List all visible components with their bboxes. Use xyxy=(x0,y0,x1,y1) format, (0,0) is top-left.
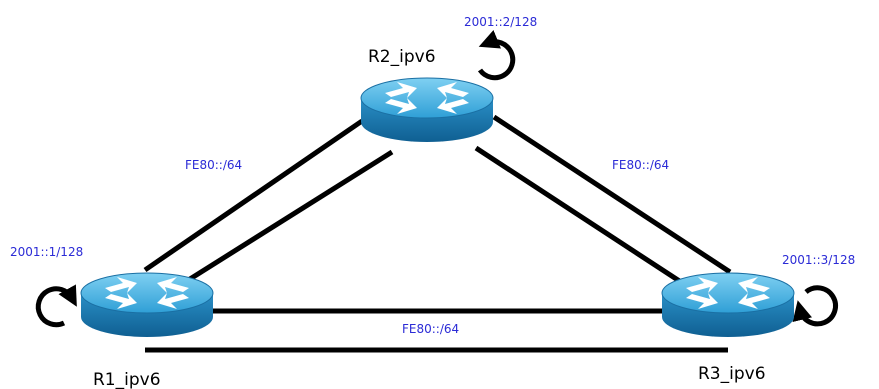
loopback-address-r2: 2001::2/128 xyxy=(464,15,537,29)
router-name-r1: R1_ipv6 xyxy=(93,370,161,389)
loopback-address-r1: 2001::1/128 xyxy=(10,245,83,259)
link-r1-r3 xyxy=(145,308,728,353)
link-label-r1-r3: FE80::/64 xyxy=(402,322,459,336)
link-r1-r2 xyxy=(143,118,394,282)
loopback-arrow-icon xyxy=(792,285,838,327)
loopback-arrow-icon xyxy=(35,284,77,328)
router-icon[interactable] xyxy=(360,77,494,143)
loopback-address-r3: 2001::3/128 xyxy=(782,253,855,267)
router-name-r2: R2_ipv6 xyxy=(368,47,436,67)
link-label-r2-r3: FE80::/64 xyxy=(612,158,669,172)
link-label-r1-r2: FE80::/64 xyxy=(185,158,242,172)
link-r2-r3 xyxy=(474,114,732,287)
router-icon[interactable] xyxy=(661,272,795,338)
router-name-r3: R3_ipv6 xyxy=(698,364,766,384)
router-icon[interactable] xyxy=(80,272,214,338)
loopback-arrow-icon xyxy=(477,29,516,81)
